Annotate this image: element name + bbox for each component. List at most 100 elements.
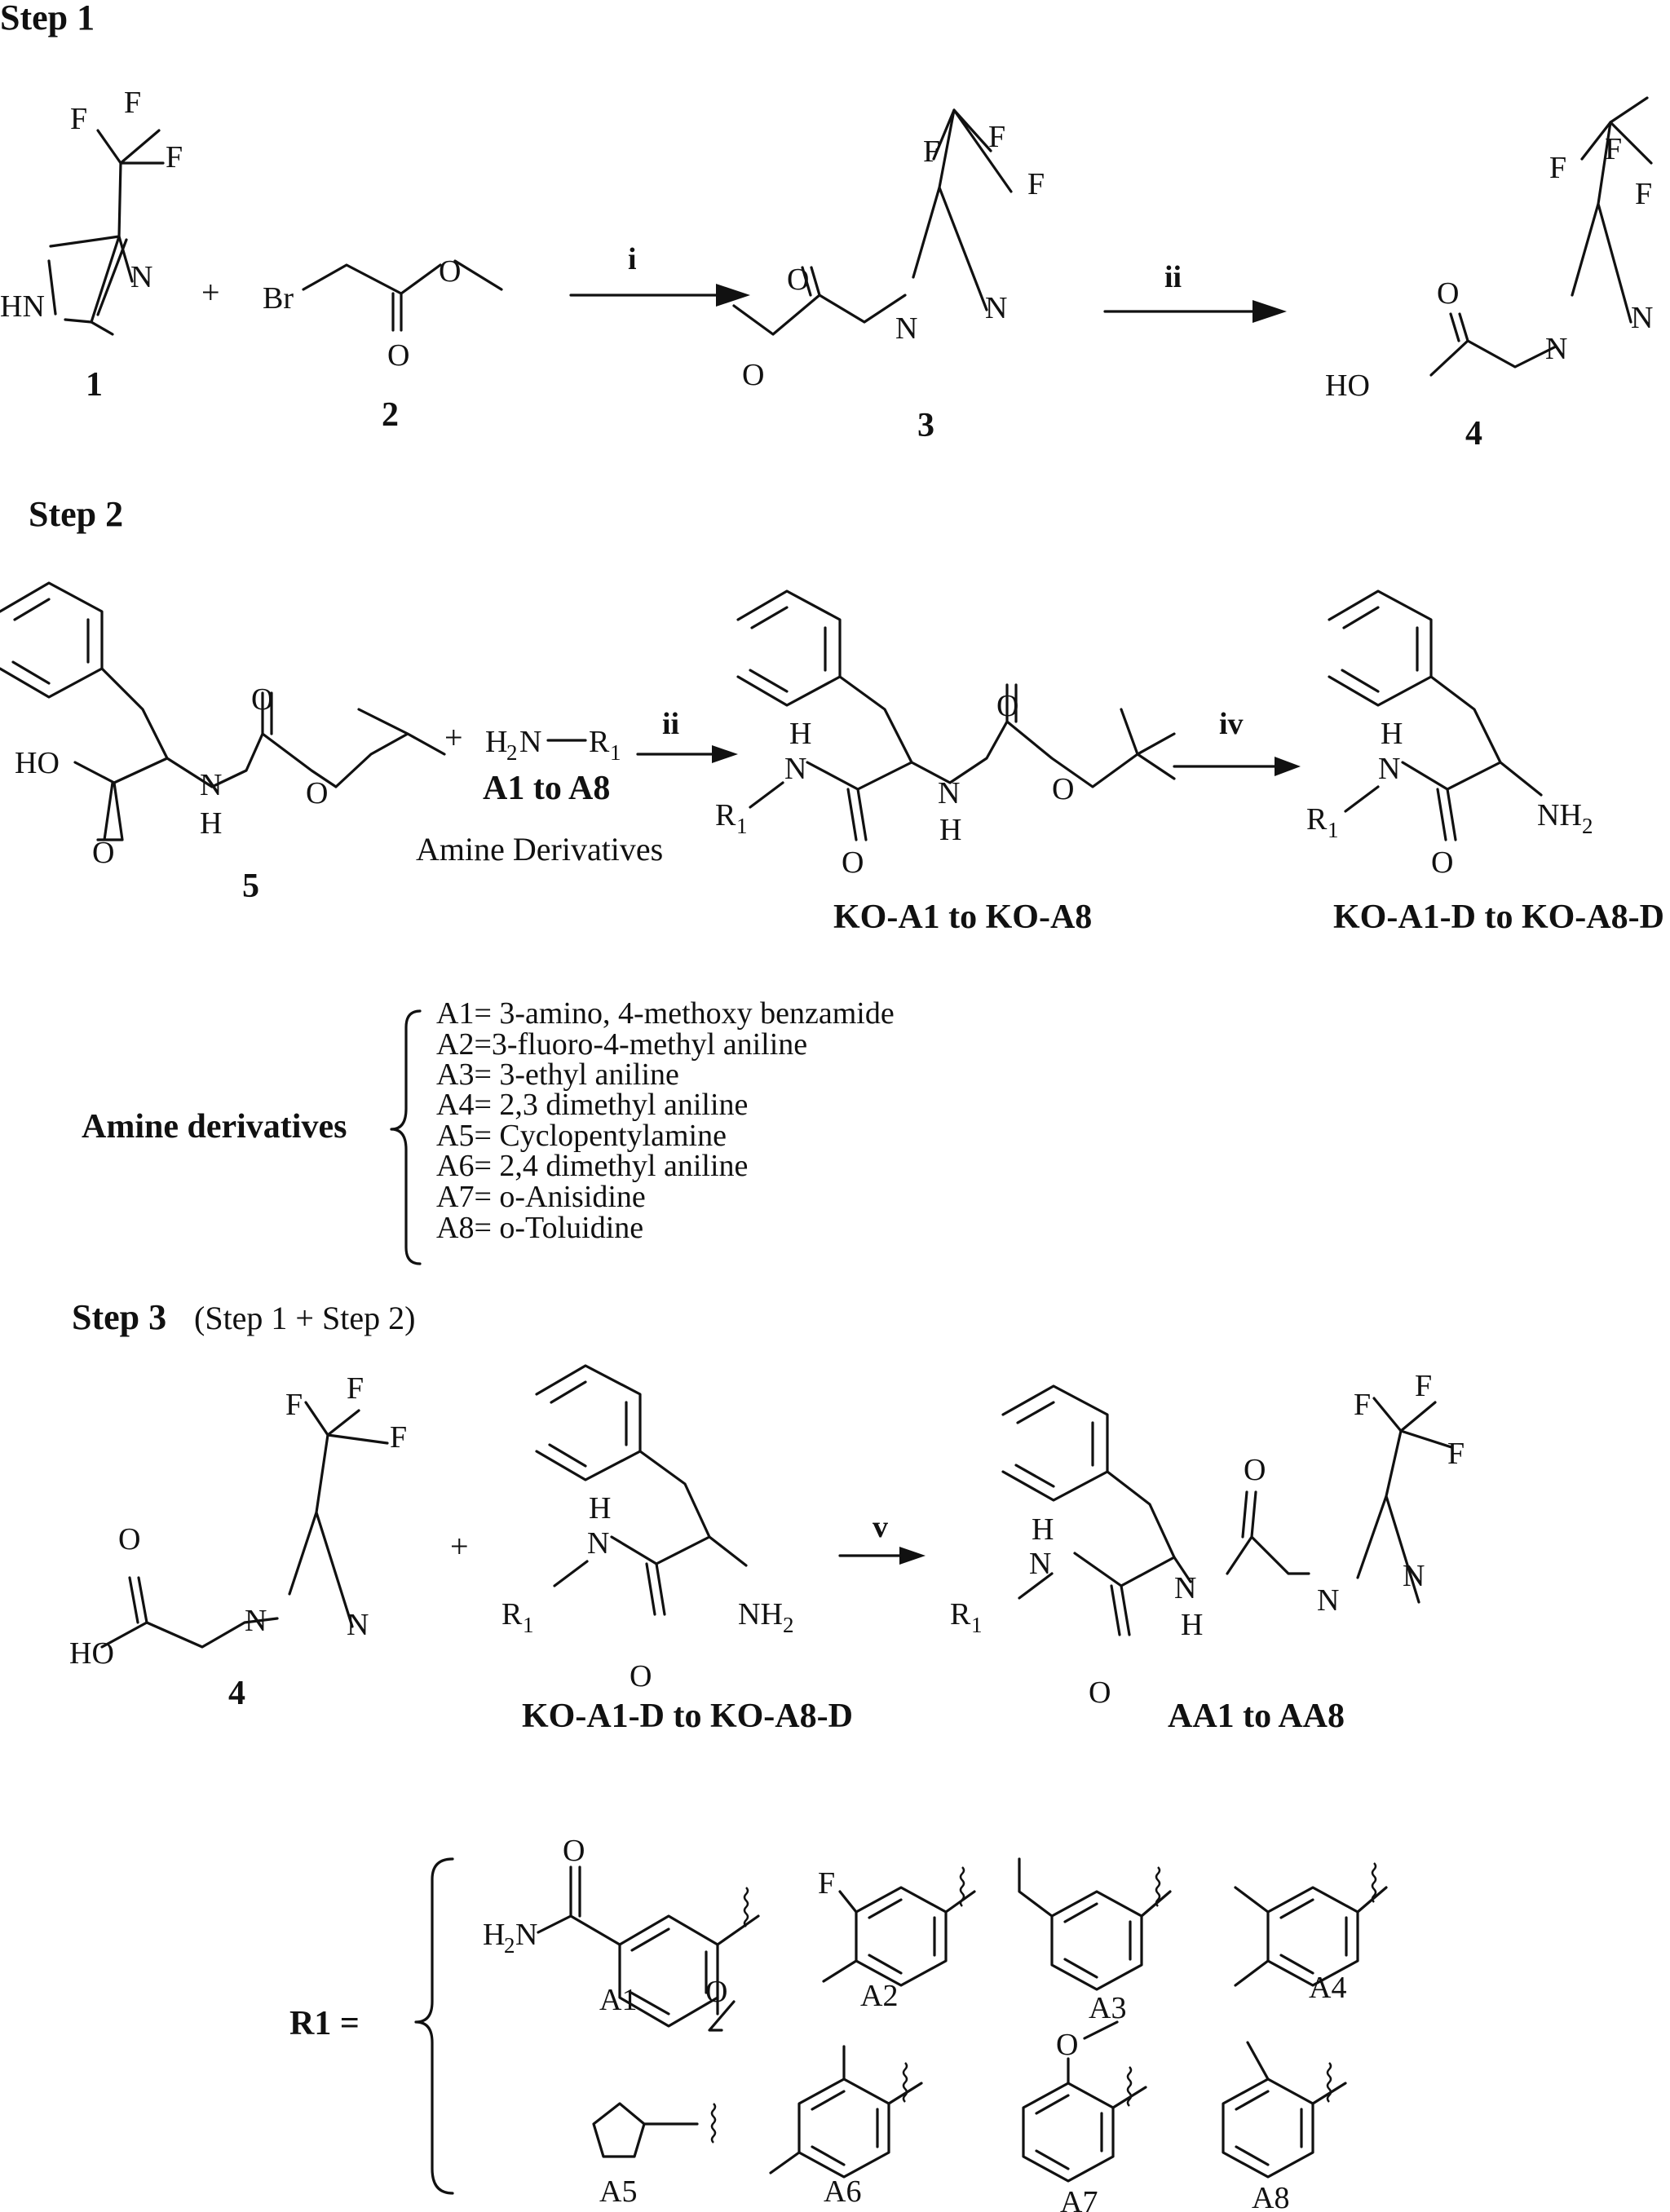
svg-text:O: O: [387, 338, 409, 373]
a1-to-a8-label: A1 to A8: [483, 770, 610, 807]
svg-text:2: 2: [506, 740, 518, 765]
svg-text:N: N: [1545, 332, 1567, 366]
r1-a8-structure: A8: [1222, 2041, 1347, 2212]
svg-text:N: N: [1317, 1583, 1339, 1618]
svg-text:H: H: [939, 813, 961, 847]
amine-item-a2: A2=3-fluoro-4-methyl aniline: [436, 1027, 807, 1062]
svg-text:N: N: [245, 1604, 267, 1638]
svg-text:F: F: [1635, 177, 1652, 211]
step1-heading: Step 1: [0, 0, 95, 38]
svg-text:O: O: [1089, 1676, 1111, 1710]
svg-text:N: N: [519, 725, 541, 759]
compound-4-structure: F F F N N O HO: [1325, 96, 1653, 403]
aa-structure: H N R 1 O N H O N N F F F: [950, 1369, 1465, 1710]
svg-text:1: 1: [610, 740, 621, 765]
reagent-iv: iv: [1219, 707, 1244, 741]
svg-text:N: N: [1631, 301, 1653, 335]
svg-text:O: O: [1052, 772, 1074, 806]
compound-1-structure: F F F N HN: [0, 86, 183, 336]
compound-4-label: 4: [1465, 415, 1482, 453]
r1-a5-structure: A5: [592, 2102, 717, 2209]
svg-text:F: F: [166, 140, 183, 174]
amine-reagent: H 2 N R 1: [485, 725, 621, 765]
svg-text:F: F: [1354, 1388, 1371, 1422]
svg-text:R: R: [715, 798, 736, 832]
svg-text:F: F: [1549, 151, 1566, 185]
r1-a1-label: A1: [599, 1983, 637, 2017]
svg-text:F: F: [818, 1866, 835, 1901]
svg-text:O: O: [742, 358, 764, 392]
compound-3-structure: F F F N N O O: [732, 108, 1045, 392]
svg-text:O: O: [306, 776, 328, 810]
svg-text:O: O: [787, 263, 809, 297]
svg-text:R: R: [1306, 802, 1328, 837]
svg-text:N: N: [938, 776, 960, 810]
svg-text:2: 2: [1582, 814, 1593, 838]
svg-text:R: R: [501, 1597, 523, 1631]
amine-derivatives-label: Amine derivatives: [82, 1108, 347, 1146]
svg-text:N: N: [1403, 1559, 1425, 1593]
svg-text:F: F: [124, 86, 141, 120]
r1-a2-label: A2: [860, 1979, 898, 2013]
reagent-v: v: [873, 1510, 888, 1544]
svg-text:O: O: [118, 1522, 140, 1556]
svg-text:HO: HO: [1325, 369, 1370, 403]
ko-d2-structure: H N R 1 O NH 2: [501, 1364, 794, 1693]
svg-text:F: F: [1447, 1437, 1465, 1471]
svg-text:N: N: [587, 1526, 609, 1561]
amine-derivatives-caption: Amine Derivatives: [416, 831, 663, 868]
svg-text:F: F: [1027, 167, 1045, 201]
compound-2-structure: Br O O: [263, 254, 503, 373]
reagent-ii-step2: ii: [662, 707, 679, 741]
svg-text:H: H: [200, 806, 222, 841]
compound-3-label: 3: [917, 407, 934, 444]
svg-text:O: O: [1244, 1453, 1266, 1487]
amine-item-a1: A1= 3-amino, 4-methoxy benzamide: [436, 996, 895, 1031]
svg-text:N: N: [1174, 1571, 1196, 1605]
r1-a2-structure: F A2: [818, 1866, 976, 2013]
svg-text:H: H: [1032, 1512, 1054, 1547]
svg-text:H: H: [789, 717, 811, 751]
svg-text:O: O: [842, 846, 864, 880]
svg-text:HO: HO: [69, 1636, 114, 1671]
svg-text:O: O: [630, 1659, 652, 1693]
svg-text:O: O: [251, 682, 273, 717]
plus-sign-3: +: [450, 1528, 469, 1565]
svg-text:1: 1: [1328, 818, 1339, 842]
r1-a3-label: A3: [1089, 1991, 1126, 2025]
svg-text:R: R: [589, 725, 610, 759]
svg-text:H: H: [589, 1491, 611, 1525]
svg-text:2: 2: [783, 1613, 794, 1637]
svg-text:1: 1: [523, 1613, 534, 1637]
compound-4b-structure: F F F N N O HO: [69, 1371, 407, 1671]
ko-d-label: KO-A1-D to KO-A8-D: [1333, 898, 1664, 936]
aa-label: AA1 to AA8: [1168, 1698, 1345, 1735]
svg-text:N: N: [347, 1608, 369, 1642]
svg-text:H: H: [485, 725, 507, 759]
svg-text:N: N: [1378, 752, 1400, 786]
svg-text:R: R: [950, 1597, 971, 1631]
svg-text:H: H: [1181, 1608, 1203, 1642]
svg-text:N: N: [130, 260, 152, 294]
svg-text:N: N: [784, 752, 806, 786]
r1-a5-label: A5: [599, 2174, 637, 2209]
compound-5-label: 5: [242, 868, 259, 905]
svg-text:N: N: [200, 768, 222, 802]
svg-text:F: F: [285, 1388, 303, 1422]
amine-item-a6: A6= 2,4 dimethyl aniline: [436, 1149, 748, 1183]
r1-a8-label: A8: [1252, 2181, 1289, 2212]
svg-text:O: O: [996, 689, 1018, 723]
amine-derivatives-list: A1= 3-amino, 4-methoxy benzamide A2=3-fl…: [436, 996, 895, 1245]
r1-a6-label: A6: [824, 2174, 861, 2209]
compound-4b-label: 4: [228, 1675, 245, 1712]
ko-d2-label: KO-A1-D to KO-A8-D: [522, 1698, 853, 1735]
svg-text:NH: NH: [738, 1597, 783, 1631]
svg-text:1: 1: [971, 1613, 983, 1637]
compound-5-structure: HO O N H O O: [0, 581, 446, 870]
r1-a4-structure: A4: [1234, 1862, 1388, 2005]
svg-text:O: O: [92, 836, 114, 870]
svg-text:F: F: [70, 102, 87, 136]
reagent-ii: ii: [1164, 260, 1182, 294]
svg-text:N: N: [515, 1918, 537, 1952]
svg-text:NH: NH: [1537, 798, 1582, 832]
